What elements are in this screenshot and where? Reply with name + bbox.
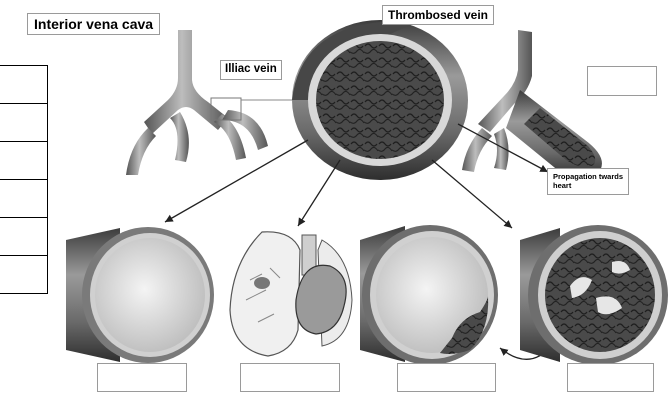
answer-box-2[interactable]	[240, 363, 340, 392]
recanalized-vein-illustration	[520, 225, 668, 365]
inferior-vena-cava-label: Interior vena cava	[27, 13, 160, 35]
resolved-vein-illustration	[66, 227, 214, 363]
right-vein-illustration	[462, 30, 602, 179]
arrow-to-embolism	[298, 160, 340, 226]
iliac-vein-label: Illiac vein	[220, 60, 282, 80]
propagation-label: Propagation twards heart	[547, 168, 629, 195]
propagation-label-line1: Propagation twards	[553, 172, 623, 181]
propagation-label-line2: heart	[553, 181, 623, 190]
answer-box-top-right[interactable]	[587, 66, 657, 96]
thrombosed-vein-illustration	[292, 20, 468, 180]
thrombosed-vein-label: Thrombosed vein	[382, 5, 494, 25]
partial-clot-vein-illustration	[360, 225, 498, 365]
answer-box-3[interactable]	[397, 363, 496, 392]
lungs-heart-illustration	[230, 232, 352, 356]
vena-cava-illustration	[126, 30, 310, 175]
answer-box-1[interactable]	[97, 363, 187, 392]
answer-box-4[interactable]	[567, 363, 654, 392]
